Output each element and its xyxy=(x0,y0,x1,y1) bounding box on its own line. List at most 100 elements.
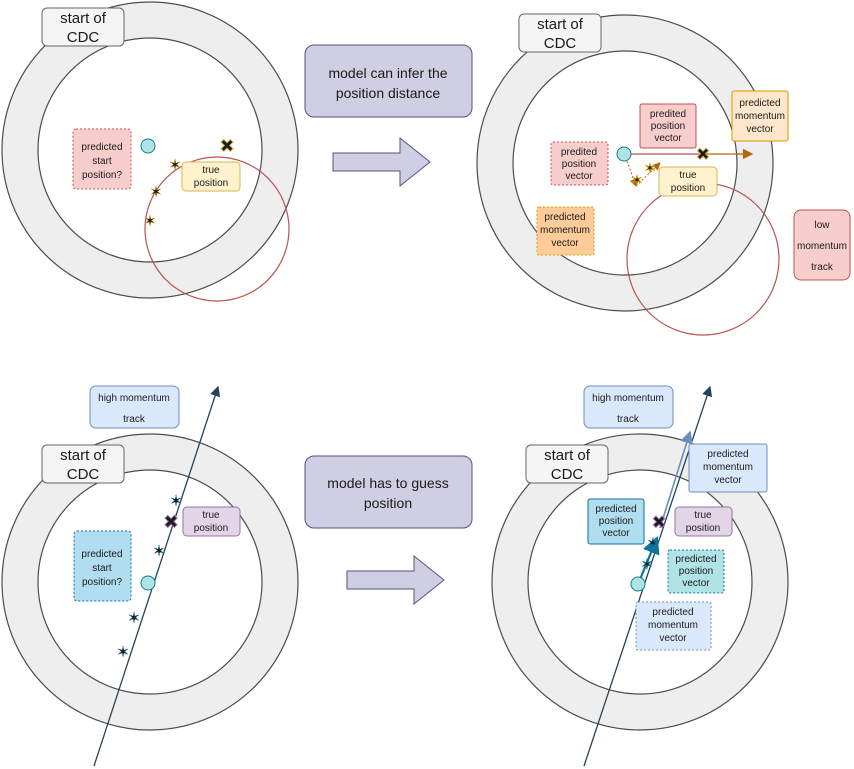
box-line-1: predicted xyxy=(544,212,585,223)
hit-star: ✶ xyxy=(647,535,659,551)
low-momentum-line-1: low xyxy=(814,220,830,231)
true-position-line-2: position xyxy=(686,523,720,534)
box-line-3: vector xyxy=(714,475,742,486)
box-line-1: predited xyxy=(650,109,686,120)
dashed-momentum-arrow xyxy=(635,162,661,187)
arrow-right-top xyxy=(332,136,431,188)
high-momentum-line-2: track xyxy=(617,414,640,425)
hit-star: ✶ xyxy=(169,157,182,174)
true-position-box xyxy=(181,161,241,192)
true-position-line-1: true xyxy=(679,170,697,181)
true-position-line-2: position xyxy=(194,523,228,534)
predicted-momentum-vector-box xyxy=(731,90,789,142)
panel-bottom-right: start of CDC high momentum track predict… xyxy=(491,385,789,767)
caption-top-line-2: position distance xyxy=(336,85,441,101)
low-momentum-track-box xyxy=(793,209,851,281)
box-line-2: position xyxy=(679,566,713,577)
predicted-start-line-2: start xyxy=(92,563,112,574)
predicted-position-vector-box xyxy=(667,549,725,594)
box-line-2: position xyxy=(599,516,633,527)
hit-star: ✶ xyxy=(128,610,141,627)
predicted-start-position-box xyxy=(72,128,132,190)
box-line-3: vector xyxy=(654,133,682,144)
true-position-line-2: position xyxy=(194,178,228,189)
true-position-box xyxy=(658,166,718,197)
cdc-label-line-1: start of xyxy=(544,447,591,464)
true-position-box xyxy=(674,506,733,537)
position-vector-arrow xyxy=(637,535,660,583)
cdc-label-line-1: start of xyxy=(60,447,107,464)
arrow-right-bottom xyxy=(346,554,445,606)
predicted-start-position-box xyxy=(73,530,132,602)
cdc-label-line-2: CDC xyxy=(551,466,584,483)
hit-star: ✶ xyxy=(150,184,163,201)
true-position-line-1: true xyxy=(694,510,712,521)
box-line-2: position xyxy=(651,121,685,132)
predicted-start-line-1: predicted xyxy=(81,549,122,560)
panel-top-right: start of CDC predited position vector pr… xyxy=(476,13,851,336)
cdc-label-line-1: start of xyxy=(537,16,584,33)
cdc-label-box xyxy=(41,444,125,484)
start-position-dot xyxy=(630,576,646,592)
box-line-3: vector xyxy=(602,528,630,539)
predicted-position-vector-box xyxy=(639,103,697,149)
true-position-cross: ✖ xyxy=(163,512,178,532)
dashed-position-arrow xyxy=(626,160,638,187)
predicted-start-line-1: predicted xyxy=(81,142,122,153)
cdc-label-line-2: CDC xyxy=(67,466,100,483)
predicted-position-vector-box xyxy=(587,498,645,545)
high-momentum-line-1: high momentum xyxy=(592,393,664,404)
box-line-1: predicted xyxy=(652,607,693,618)
true-position-line-1: true xyxy=(202,510,220,521)
predicted-start-line-2: start xyxy=(92,156,112,167)
true-position-cross: ✖ xyxy=(219,136,234,156)
predicted-position-vector-box xyxy=(550,141,609,186)
predicted-start-line-3: position? xyxy=(82,170,122,181)
true-position-cross: ✖ xyxy=(652,513,666,532)
predicted-momentum-vector-box xyxy=(635,601,712,651)
cdc-label-box xyxy=(525,444,609,484)
predicted-start-line-3: position? xyxy=(82,577,122,588)
hit-star: ✶ xyxy=(644,160,656,176)
low-momentum-line-3: track xyxy=(811,262,834,273)
box-line-1: predicted xyxy=(739,98,780,109)
caption-bottom-box xyxy=(304,455,473,529)
hit-star: ✶ xyxy=(641,556,653,572)
box-line-3: vector xyxy=(565,171,593,182)
high-momentum-track-box xyxy=(89,385,180,429)
box-line-1: predicted xyxy=(595,504,636,515)
cdc-label-line-1: start of xyxy=(60,10,107,27)
box-line-3: vector xyxy=(746,124,774,135)
momentum-vector-arrow xyxy=(659,430,693,529)
high-momentum-track-box xyxy=(583,385,674,429)
low-momentum-track-circle xyxy=(144,156,290,302)
hit-star: ✶ xyxy=(117,644,130,661)
cdc-label-box xyxy=(41,7,125,47)
high-momentum-line-2: track xyxy=(123,414,146,425)
caption-top-line-1: model can infer the xyxy=(328,65,447,81)
box-line-3: vector xyxy=(682,578,710,589)
hit-star: ✶ xyxy=(153,543,166,560)
panel-top-left: start of CDC predicted start position? ✶… xyxy=(1,1,299,302)
box-line-3: vector xyxy=(659,633,687,644)
true-position-cross: ✖ xyxy=(696,145,710,164)
hit-star: ✶ xyxy=(631,172,643,188)
box-line-1: predicted xyxy=(707,449,748,460)
start-position-dot xyxy=(140,138,156,154)
box-line-2: momentum xyxy=(540,225,590,236)
box-line-1: predicted xyxy=(675,554,716,565)
box-line-3: vector xyxy=(551,238,579,249)
caption-bottom-line-2: position xyxy=(364,495,412,511)
box-line-1: predited xyxy=(561,147,597,158)
cdc-label-line-2: CDC xyxy=(544,35,577,52)
box-line-2: position xyxy=(562,159,596,170)
true-position-line-1: true xyxy=(202,165,220,176)
hit-star: ✶ xyxy=(170,493,183,510)
high-momentum-line-1: high momentum xyxy=(98,393,170,404)
box-line-2: momentum xyxy=(648,620,698,631)
predicted-momentum-vector-box xyxy=(688,443,768,493)
predicted-momentum-vector-box xyxy=(536,206,595,256)
box-line-2: momentum xyxy=(703,462,753,473)
